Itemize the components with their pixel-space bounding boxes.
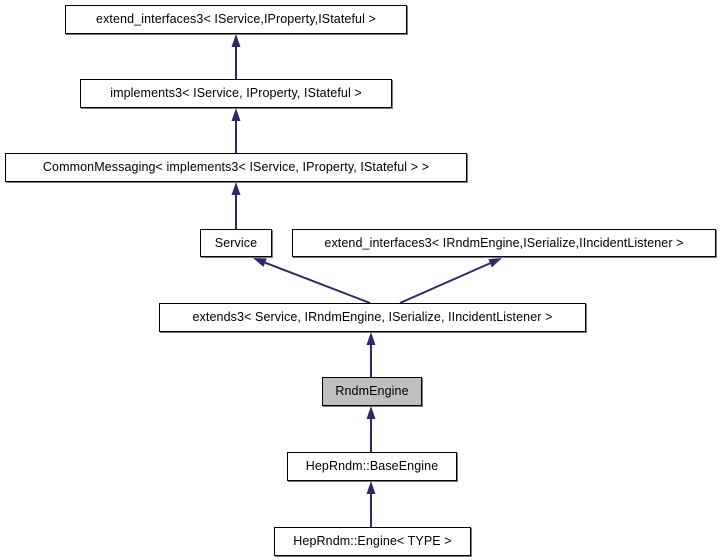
class-node-label: Service [214, 235, 258, 250]
class-node-implements3_service[interactable]: implements3< IService, IProperty, IState… [80, 79, 392, 108]
edge-rndmengine-to-extends3 [366, 332, 376, 377]
edge-extends3-to-service [253, 258, 371, 304]
class-node-common_messaging[interactable]: CommonMessaging< implements3< IService, … [5, 153, 467, 182]
class-node-service[interactable]: Service [200, 229, 272, 257]
edge-implements3-to-extendinterfaces3 [231, 34, 241, 79]
edge-baseengine-to-rndmengine [366, 406, 376, 452]
class-node-extends3_service_rndm[interactable]: extends3< Service, IRndmEngine, ISeriali… [159, 303, 586, 332]
class-node-label: CommonMessaging< implements3< IService, … [42, 160, 430, 175]
edge-service-to-commonmessaging [231, 182, 241, 229]
edge-enginetype-to-baseengine [366, 481, 376, 527]
class-node-rndm_engine[interactable]: RndmEngine [322, 377, 422, 406]
class-node-label: implements3< IService, IProperty, IState… [110, 86, 362, 101]
edge-commonmessaging-to-implements3 [231, 108, 241, 153]
class-node-label: RndmEngine [335, 384, 409, 399]
class-node-hep_rndm_engine_type[interactable]: HepRndm::Engine< TYPE > [274, 527, 471, 556]
class-node-label: HepRndm::Engine< TYPE > [293, 534, 452, 549]
class-node-extend_interfaces3_service[interactable]: extend_interfaces3< IService,IProperty,I… [65, 5, 407, 34]
edge-extends3-to-extendinterfaces3rndm [399, 258, 502, 304]
class-node-label: extends3< Service, IRndmEngine, ISeriali… [192, 310, 553, 325]
class-node-label: extend_interfaces3< IService,IProperty,I… [96, 12, 376, 27]
class-node-hep_rndm_base_engine[interactable]: HepRndm::BaseEngine [287, 452, 457, 481]
class-node-label: extend_interfaces3< IRndmEngine,ISeriali… [324, 235, 684, 250]
class-node-extend_interfaces3_rndm[interactable]: extend_interfaces3< IRndmEngine,ISeriali… [292, 229, 716, 257]
class-node-label: HepRndm::BaseEngine [305, 459, 439, 474]
